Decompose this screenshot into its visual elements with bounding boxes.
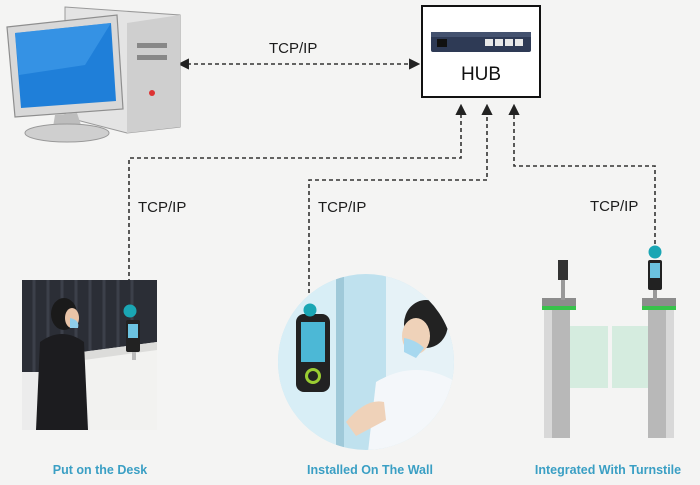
desktop-computer-icon — [6, 6, 181, 143]
hub-box: HUB — [421, 5, 541, 98]
turnstile-scene-image — [542, 260, 676, 438]
wall-device-dot — [303, 303, 317, 317]
wall-link-label: TCP/IP — [318, 199, 367, 216]
turnstile-caption: Integrated With Turnstile — [534, 463, 682, 477]
turnstile-link-label: TCP/IP — [590, 198, 639, 215]
turnstile-device-dot — [648, 245, 662, 259]
wall-hub-line — [308, 103, 493, 300]
pc-hub-link-label: TCP/IP — [269, 40, 318, 57]
desk-hub-line — [128, 103, 467, 283]
wall-scene-image — [278, 274, 454, 450]
network-switch-icon — [431, 32, 531, 52]
wall-caption: Installed On The Wall — [307, 463, 433, 477]
desk-device-dot — [123, 304, 137, 318]
desk-caption: Put on the Desk — [52, 463, 148, 477]
desk-link-label: TCP/IP — [138, 199, 187, 216]
desk-scene-image — [22, 280, 157, 430]
turnstile-hub-line — [508, 103, 656, 244]
hub-label: HUB — [460, 64, 502, 85]
